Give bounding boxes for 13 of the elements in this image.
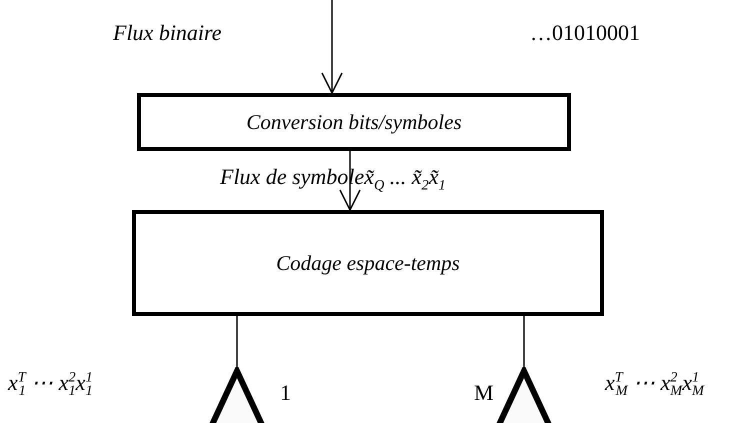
box-title: Conversion bits/symboles bbox=[246, 110, 462, 134]
flow-label: Flux binaire bbox=[113, 20, 222, 46]
connector-line bbox=[236, 316, 238, 367]
connector-line bbox=[523, 316, 525, 367]
antenna-number: M bbox=[474, 380, 494, 406]
bit-sequence: …01010001 bbox=[530, 20, 640, 46]
antenna-number: 1 bbox=[280, 380, 291, 406]
process-box bbox=[132, 210, 604, 316]
antenna-triangle bbox=[207, 367, 267, 423]
box-title: Codage espace-temps bbox=[276, 250, 460, 276]
process-box bbox=[137, 93, 571, 151]
arrow bbox=[321, 0, 343, 94]
antenna-triangle bbox=[494, 367, 554, 423]
